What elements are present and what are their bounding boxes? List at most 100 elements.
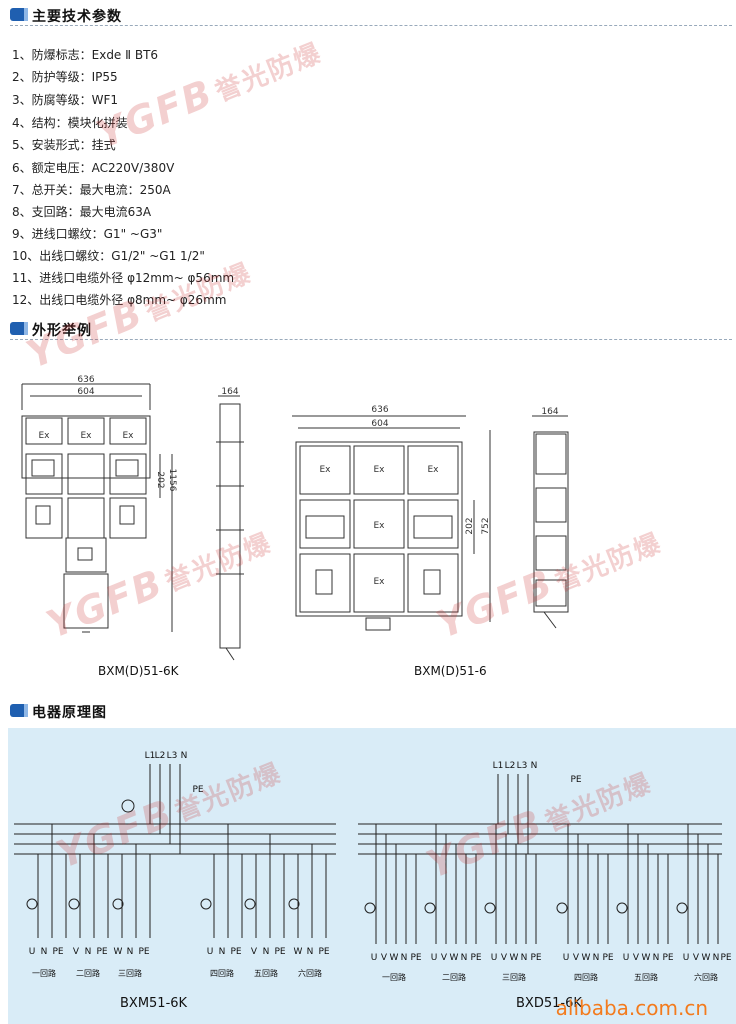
terminal-label: W xyxy=(450,953,459,963)
phase-label: N xyxy=(181,751,188,761)
terminal-label: N xyxy=(263,947,270,957)
terminal-label: V xyxy=(693,953,700,963)
schematic-title: 电器原理图 xyxy=(32,705,107,721)
spec-item: 11、进线口电缆外径 φ12mm~ φ56mm xyxy=(12,271,235,285)
schematic-drawing: L1 L2 L3 N PE L1 L2 L3 N PE U N PE V N P… xyxy=(14,751,732,982)
terminal-label: N xyxy=(713,953,720,963)
outline-header: 外形举例 xyxy=(0,318,736,340)
circuit-label: 三回路 xyxy=(502,972,526,982)
terminal-label: PE xyxy=(138,947,149,957)
spec-item: 1、防爆标志：Exde Ⅱ BT6 xyxy=(12,48,159,62)
terminal-label: V xyxy=(573,953,580,963)
dim-left-depth: 164 xyxy=(221,387,238,397)
terminal-label: W xyxy=(582,953,591,963)
terminal-label: N xyxy=(653,953,660,963)
circuit-label: 四回路 xyxy=(574,972,598,982)
spec-item: 10、出线口螺纹：G1/2" ~G1 1/2" xyxy=(12,249,205,263)
ex-label: Ex xyxy=(80,431,92,441)
circuit-label: 六回路 xyxy=(694,972,718,982)
phase-label: L3 xyxy=(517,761,528,771)
terminal-label: V xyxy=(633,953,640,963)
dim-left-1156: 1156 xyxy=(167,469,177,492)
model-label-left: BXM(D)51-6K xyxy=(98,664,179,678)
circuit-label: 一回路 xyxy=(32,968,56,978)
terminal-label: U xyxy=(431,953,438,963)
terminal-label: PE xyxy=(96,947,107,957)
terminal-label: PE xyxy=(274,947,285,957)
spec-item: 9、进线口螺纹：G1" ~G3" xyxy=(12,227,163,241)
dim-right-202: 202 xyxy=(465,517,475,534)
dim-left-inner: 604 xyxy=(77,387,94,397)
terminal-label: U xyxy=(623,953,630,963)
schematic-header: 电器原理图 xyxy=(0,700,736,722)
circuit-label: 五回路 xyxy=(634,972,658,982)
circuit-label: 四回路 xyxy=(210,968,234,978)
terminal-label: W xyxy=(642,953,651,963)
phase-label: L2 xyxy=(505,761,516,771)
specs-header: 主要技术参数 xyxy=(0,4,736,26)
watermark-logo: YGFB誉光防爆 xyxy=(20,258,257,377)
spec-item: 12、出线口电缆外径 φ8mm~ φ26mm xyxy=(12,293,227,307)
schematic-panel: L1 L2 L3 N PE L1 L2 L3 N PE U N PE V N P… xyxy=(8,728,736,1024)
terminal-label: V xyxy=(501,953,508,963)
ex-label: Ex xyxy=(319,465,331,475)
phase-label: L2 xyxy=(155,751,166,761)
outline-title: 外形举例 xyxy=(32,323,92,339)
section-marker-icon xyxy=(10,8,28,21)
terminal-label: N xyxy=(401,953,408,963)
terminal-label: W xyxy=(114,947,123,957)
spec-item: 4、结构：模块化拼装 xyxy=(12,116,128,130)
terminal-label: V xyxy=(441,953,448,963)
terminal-label: V xyxy=(381,953,388,963)
ex-label: Ex xyxy=(373,465,385,475)
terminal-label: N xyxy=(593,953,600,963)
terminal-label: N xyxy=(85,947,92,957)
spec-item: 3、防腐等级：WF1 xyxy=(12,93,119,107)
section-marker-icon xyxy=(10,704,28,717)
divider xyxy=(10,25,732,26)
model-label-right: BXM(D)51-6 xyxy=(414,664,487,678)
terminal-label: PE xyxy=(662,953,673,963)
circuit-label: 五回路 xyxy=(254,968,278,978)
terminal-label: N xyxy=(307,947,314,957)
model-label-left: BXM51-6K xyxy=(120,996,188,1011)
dim-right-total: 636 xyxy=(371,405,388,415)
spec-item: 7、总开关：最大电流：250A xyxy=(12,183,171,197)
phase-label: L1 xyxy=(145,751,156,761)
terminal-label: N xyxy=(219,947,226,957)
pe-label: PE xyxy=(192,785,203,795)
outline-drawings: 636 604 164 202 1156 636 604 164 202 752… xyxy=(21,375,569,661)
ex-label: Ex xyxy=(427,465,439,475)
circuit-label: 二回路 xyxy=(442,972,466,982)
ex-label: Ex xyxy=(373,577,385,587)
alibaba-watermark: alibaba.com.cn xyxy=(555,996,708,1020)
terminal-label: PE xyxy=(530,953,541,963)
ex-label: Ex xyxy=(373,521,385,531)
model-label-right: BXD51-6K xyxy=(516,996,582,1011)
circuit-label: 二回路 xyxy=(76,968,100,978)
divider xyxy=(10,339,732,340)
spec-item: 8、支回路：最大电流63A xyxy=(12,205,152,219)
spec-item: 6、额定电压：AC220V/380V xyxy=(12,161,175,175)
section-marker-icon xyxy=(10,322,28,335)
terminal-label: V xyxy=(251,947,258,957)
spec-item: 2、防护等级：IP55 xyxy=(12,70,118,84)
dim-left-202: 202 xyxy=(155,471,165,488)
terminal-label: PE xyxy=(602,953,613,963)
ex-label: Ex xyxy=(122,431,134,441)
terminal-label: PE xyxy=(52,947,63,957)
terminal-label: PE xyxy=(410,953,421,963)
dim-right-752: 752 xyxy=(481,517,491,534)
terminal-label: PE xyxy=(720,953,731,963)
terminal-label: N xyxy=(41,947,48,957)
terminal-label: U xyxy=(683,953,690,963)
phase-label: N xyxy=(531,761,538,771)
terminal-label: W xyxy=(702,953,711,963)
terminal-label: U xyxy=(29,947,36,957)
terminal-label: U xyxy=(207,947,214,957)
specs-title: 主要技术参数 xyxy=(32,9,122,25)
terminal-label: V xyxy=(73,947,80,957)
terminal-label: N xyxy=(127,947,134,957)
phase-label: L1 xyxy=(493,761,504,771)
phase-label: L3 xyxy=(167,751,178,761)
